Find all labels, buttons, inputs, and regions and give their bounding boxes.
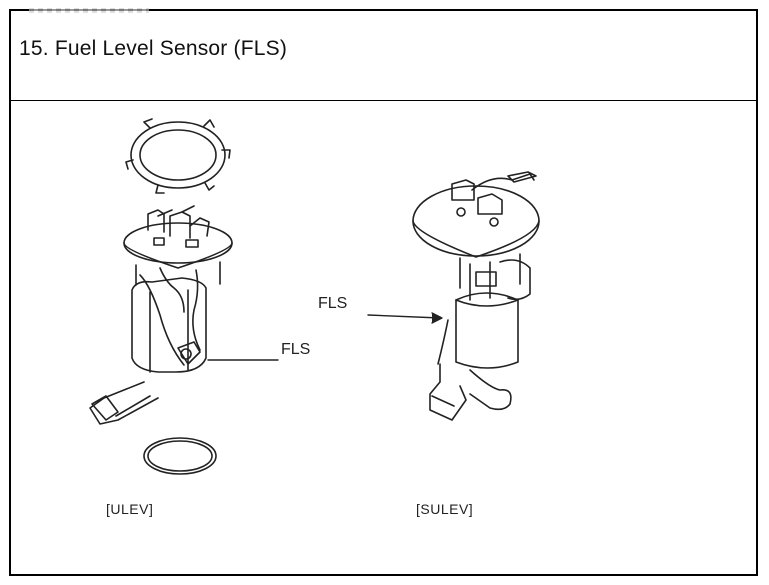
diagram-frame: 15. Fuel Level Sensor (FLS): [9, 8, 758, 576]
sulev-flange: [412, 171, 540, 258]
header-bar: 15. Fuel Level Sensor (FLS): [11, 8, 756, 101]
sulev-sensor-float: [429, 363, 512, 421]
ulev-o-ring: [143, 437, 217, 475]
sulev-caption: [SULEV]: [416, 501, 474, 517]
ulev-flange: [123, 205, 233, 269]
sulev-fls-leader: [367, 312, 443, 324]
ulev-caption: [ULEV]: [106, 501, 154, 517]
ulev-sensor-float: [89, 381, 159, 425]
sulev-pump-body: [437, 253, 531, 369]
sulev-assembly: [367, 171, 540, 421]
page-title: 15. Fuel Level Sensor (FLS): [19, 37, 288, 60]
sulev-fls-label: FLS: [318, 295, 348, 312]
ulev-assembly: [89, 118, 279, 475]
ulev-lock-ring: [125, 118, 231, 194]
ulev-fls-label: FLS: [281, 341, 311, 358]
ulev-pump-body: [131, 261, 221, 373]
scan-artifact: [29, 8, 149, 13]
